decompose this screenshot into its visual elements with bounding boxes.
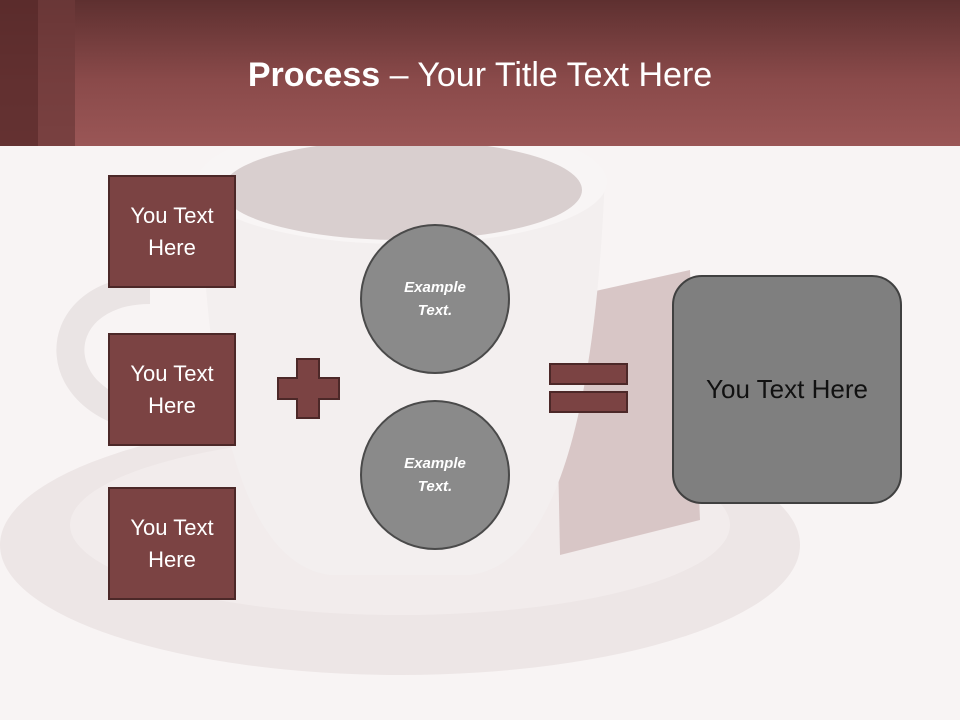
input-box-3: You Text Here: [108, 487, 236, 600]
input-box-1: You Text Here: [108, 175, 236, 288]
title-rest: – Your Title Text Here: [380, 56, 713, 94]
header-stripe: [0, 0, 38, 146]
example-circle-2: Example Text.: [360, 400, 510, 550]
page-title: Process – Your Title Text Here: [0, 52, 960, 102]
header-stripe: [38, 0, 75, 146]
equals-icon: [549, 363, 628, 413]
input-box-2: You Text Here: [108, 333, 236, 446]
title-bold: Process: [247, 56, 381, 94]
result-box: You Text Here: [672, 275, 902, 504]
title-bar: Process – Your Title Text Here: [0, 0, 960, 146]
example-circle-1: Example Text.: [360, 224, 510, 374]
plus-icon: [277, 358, 340, 419]
